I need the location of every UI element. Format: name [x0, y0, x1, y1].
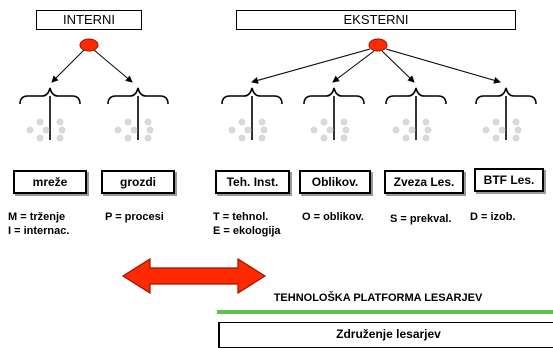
legend-line: E = ekologija [213, 225, 281, 237]
arrow-to-oblikov [332, 50, 375, 83]
arrow-to-btf-les [385, 48, 501, 84]
association-box: Združenje lesarjev [218, 322, 553, 348]
category-oblikov: Oblikov. [299, 170, 371, 194]
legend-teh-inst: T = tehnol. E = ekologija [213, 210, 281, 238]
legend-line: I = internac. [8, 225, 70, 237]
external-root-node [368, 38, 388, 52]
dots-btf-les [482, 118, 522, 142]
dots-oblikov [310, 118, 350, 142]
category-zveza-les: Zveza Les. [384, 170, 464, 194]
category-teh-inst: Teh. Inst. [215, 170, 290, 194]
legend-line: D = izob. [470, 211, 516, 223]
double-arrow [121, 257, 267, 295]
bracket-oblikov [303, 87, 365, 140]
internal-header: INTERNI [36, 10, 142, 30]
bracket-zveza-les [385, 87, 447, 140]
legend-zveza-les: S = prekval. [390, 212, 451, 226]
bracket-grozdi [107, 87, 169, 140]
legend-oblikov: O = oblikov. [302, 210, 364, 224]
legend-btf-les: D = izob. [470, 210, 516, 224]
category-btf-les: BTF Les. [474, 168, 544, 192]
legend-line: S = prekval. [390, 213, 452, 225]
legend-line: T = tehnol. [213, 211, 269, 223]
platform-title: TEHNOLOŠKA PLATFORMA LESARJEV [273, 292, 483, 304]
bracket-mreze [19, 87, 81, 140]
arrow-to-teh-inst [251, 48, 371, 84]
legend-line: M = trženje [8, 211, 66, 223]
dots-mreze [26, 118, 66, 142]
category-grozdi: grozdi [101, 170, 175, 194]
arrow-to-zveza-les [381, 50, 415, 83]
dots-grozdi [114, 118, 154, 142]
legend-grozdi: P = procesi [105, 210, 164, 224]
legend-line: P = procesi [105, 211, 164, 223]
category-mreze: mreže [13, 170, 87, 194]
platform-bar [217, 310, 553, 314]
bracket-btf-les [475, 87, 537, 140]
bracket-teh-inst [221, 87, 283, 140]
legend-line: O = oblikov. [302, 211, 364, 223]
dots-zveza-les [392, 118, 432, 142]
arrow-to-grozdi [93, 49, 133, 83]
external-header: EKSTERNI [236, 10, 516, 30]
internal-root-node [79, 38, 99, 52]
dots-teh-inst [228, 118, 268, 142]
legend-mreze: M = trženje I = internac. [8, 210, 69, 238]
arrow-to-mreze [51, 49, 85, 83]
